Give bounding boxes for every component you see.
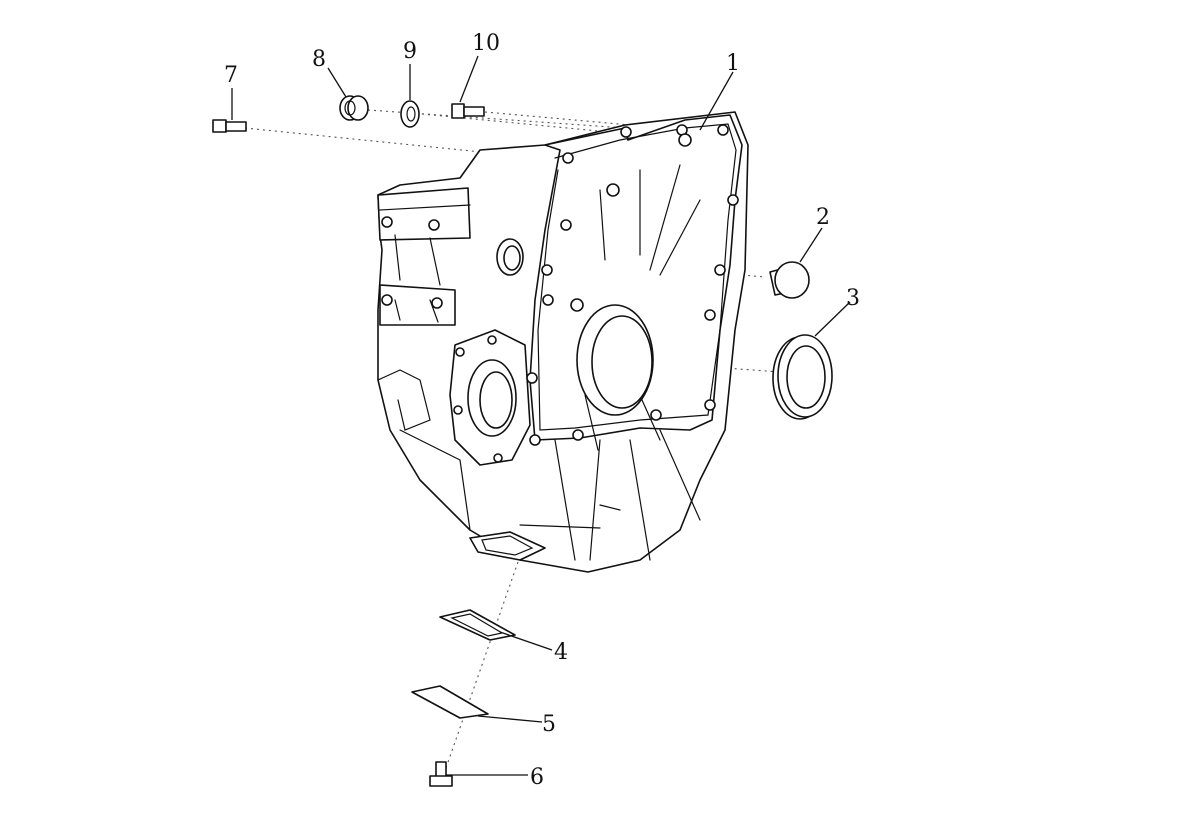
callout-1: 1 <box>726 51 740 76</box>
cover-plate <box>411 685 489 719</box>
callout-8: 8 <box>312 47 326 72</box>
flywheel-housing <box>377 111 749 573</box>
callout-5: 5 <box>542 712 556 737</box>
callout-10: 10 <box>472 31 500 56</box>
callout-2: 2 <box>816 205 830 230</box>
bolt-10 <box>451 103 485 119</box>
callout-6: 6 <box>530 765 544 790</box>
leader-lines <box>231 55 851 776</box>
washer-9 <box>400 100 420 128</box>
oil-seal <box>772 334 833 420</box>
gasket <box>439 609 516 641</box>
bottom-bolt <box>429 761 453 787</box>
callout-7: 7 <box>224 63 238 88</box>
plug <box>769 261 810 299</box>
housing-bolt-holes <box>453 124 739 463</box>
callout-4: 4 <box>554 640 568 665</box>
callout-9: 9 <box>403 39 417 64</box>
callout-labels: 1 2 3 4 5 6 7 8 9 10 <box>224 31 860 790</box>
bolt-7 <box>212 119 247 133</box>
callout-3: 3 <box>846 286 860 311</box>
plug-8 <box>339 95 369 121</box>
